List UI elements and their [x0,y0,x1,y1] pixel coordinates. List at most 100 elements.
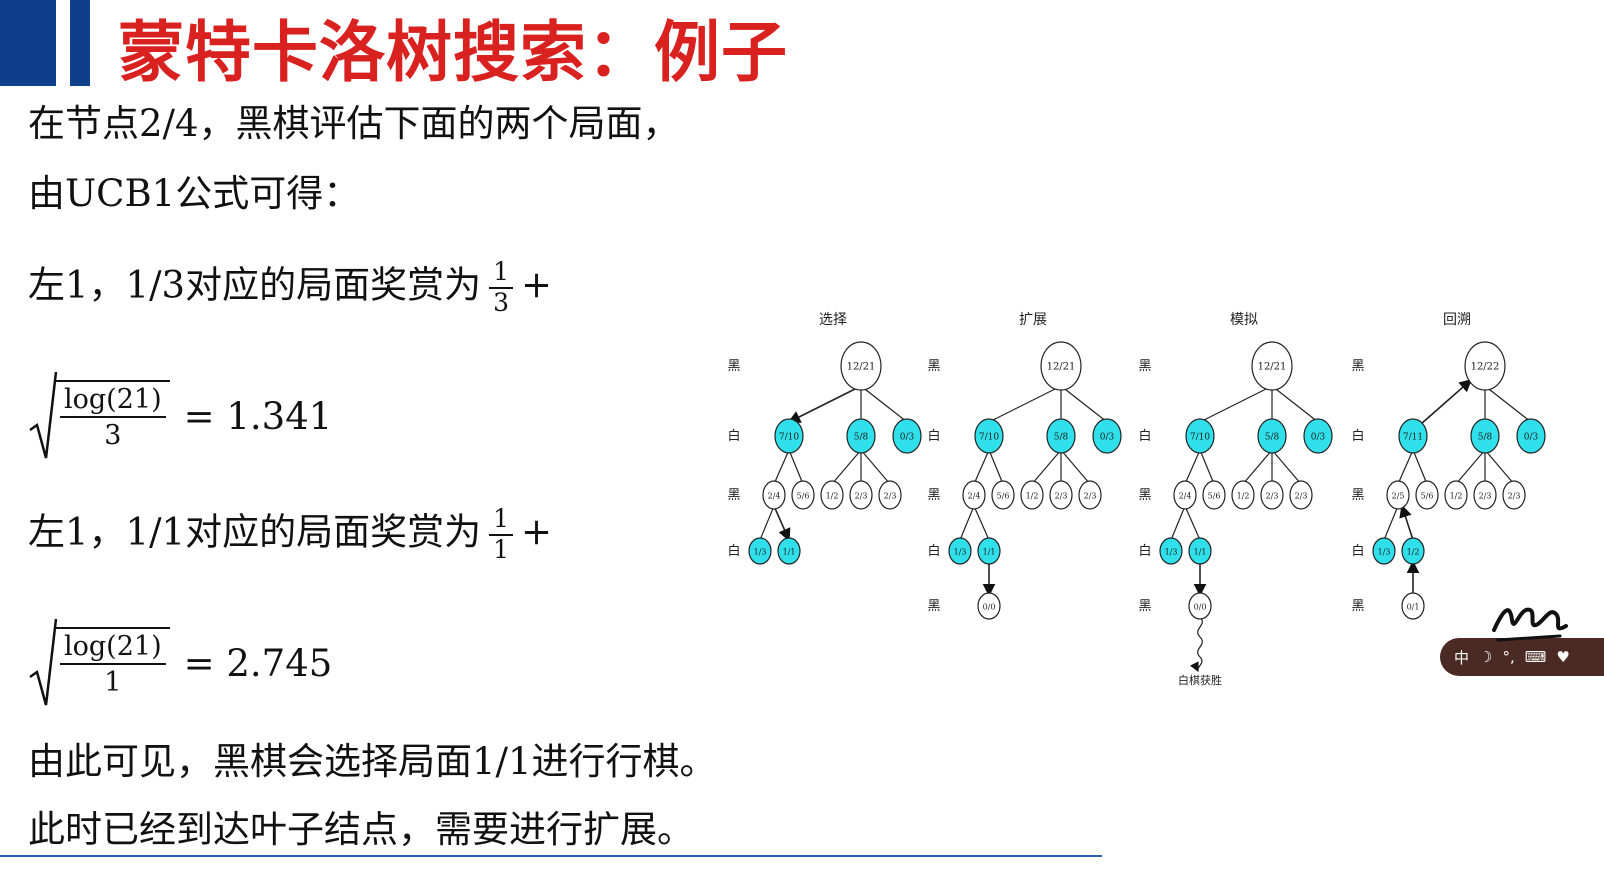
row-label-3-4: 黑 [1351,599,1364,614]
plus-sign-1: + [521,263,553,307]
node-1-l4 [977,592,1001,620]
node-3-l2a-1 [1415,480,1439,510]
edge-3-root-l1-0 [1420,378,1473,425]
row-label-0-1: 白 [727,428,740,444]
node-1-l2a-1 [991,480,1015,510]
node-3-l1-1 [1470,418,1500,454]
node-3-root-label: 12/22 [1471,362,1500,373]
row-label-2-1: 白 [1138,428,1151,444]
node-3-l1-0-label: 7/11 [1403,433,1423,443]
node-3-l3-1 [1401,537,1425,565]
row-label-1-4: 黑 [927,599,940,614]
node-1-l2b-0-label: 1/2 [1026,492,1039,501]
sqrt-2-numerator: log(21) [60,629,166,665]
node-0-l2a-0-label: 2/4 [768,492,781,501]
node-2-root [1251,341,1293,391]
edge-2-l2-l3-0 [1170,505,1186,541]
node-3-l1-2-label: 0/3 [1524,433,1539,443]
node-1-l3-1 [977,537,1001,565]
node-0-l1-0-label: 7/10 [779,433,799,443]
edge-3-l1b-l2-0 [1455,449,1486,485]
node-1-l3-0 [948,537,972,565]
node-3-l2b-1-label: 2/3 [1479,492,1492,501]
node-0-l2b-0 [820,480,844,510]
node-0-l2a-1 [791,480,815,510]
node-3-l1-2 [1516,418,1546,454]
row-label-1-3: 白 [927,543,940,559]
node-0-l2b-1-label: 2/3 [855,492,868,501]
row-label-2-0: 黑 [1138,359,1151,374]
heart-icon[interactable]: ♥ [1556,648,1570,666]
node-0-l1-2 [892,418,922,454]
edge-1-root-l1-0 [988,385,1062,423]
signature-logo [1492,607,1568,642]
edge-3-l1b-l2-2 [1484,449,1515,485]
edge-3-l1a-l2-0 [1397,449,1414,485]
node-0-l2a-1-label: 5/6 [797,492,810,501]
node-2-l2b-1 [1260,480,1284,510]
node-2-l2a-0 [1173,480,1197,510]
node-2-l2b-1-label: 2/3 [1266,492,1279,501]
row-label-0-2: 黑 [727,488,740,503]
text-line-1: 在节点2/4，黑棋评估下面的两个局面， [28,102,680,145]
node-0-l2b-2 [878,480,902,510]
row-label-2-2: 黑 [1138,488,1151,503]
node-1-l3-1-label: 1/1 [983,548,996,557]
node-1-l2b-1-label: 2/3 [1055,492,1068,501]
row-label-2-3: 白 [1138,543,1151,559]
node-2-l2b-0-label: 1/2 [1237,492,1250,501]
node-1-l1-2 [1092,418,1122,454]
row-label-1-0: 黑 [927,359,940,374]
edge-0-l1b-l2-2 [860,449,891,485]
node-1-l2a-1-label: 5/6 [997,492,1010,501]
sqrt-expression-1: log(21) 3 = 1.341 [28,370,332,462]
node-0-l2b-1 [849,480,873,510]
node-3-l2b-1 [1473,480,1497,510]
node-1-l1-1 [1046,418,1076,454]
ime-lang-toggle[interactable]: 中 [1454,648,1470,667]
node-1-l2b-0 [1020,480,1044,510]
node-1-l3-0-label: 1/3 [954,548,967,557]
node-0-l2b-0-label: 1/2 [826,492,839,501]
node-1-l2a-0 [962,480,986,510]
node-0-l2b-2-label: 2/3 [884,492,897,501]
node-3-root [1464,341,1506,391]
sqrt-sign-icon [29,371,58,459]
edge-2-l1b-l2-0 [1242,449,1273,485]
keyboard-icon[interactable]: ⌨ [1524,648,1547,666]
row-label-3-2: 黑 [1351,488,1364,503]
node-0-l3-0-label: 1/3 [754,548,767,557]
edge-0-root-l1-2 [860,385,908,423]
punctuation-icon[interactable]: °, [1502,648,1515,666]
node-2-l3-1-label: 1/1 [1194,548,1207,557]
node-1-l1-2-label: 0/3 [1100,433,1115,443]
sqrt-radicand-2: log(21) 1 [56,626,170,700]
edge-3-l2-l3-0 [1383,505,1399,541]
node-3-l4 [1401,592,1425,620]
edge-1-l2-l3-1 [973,505,990,541]
node-2-l4 [1188,592,1212,620]
node-1-l2a-0-label: 2/4 [968,492,981,501]
node-1-l2b-2-label: 2/3 [1084,492,1097,501]
node-2-l1-1-label: 5/8 [1265,433,1280,443]
sqrt-1-denominator: 3 [104,420,122,451]
node-0-l1-0 [774,418,804,454]
text-line-6: 此时已经到达叶子结点，需要进行扩展。 [28,808,694,851]
row-label-3-0: 黑 [1351,359,1364,374]
node-1-l2b-2 [1078,480,1102,510]
moon-icon[interactable]: ☽ [1479,648,1493,666]
node-3-l2a-1-label: 5/6 [1421,492,1434,501]
edge-1-l1b-l2-2 [1060,449,1091,485]
ime-toolbar[interactable]: 中 ☽ °, ⌨ ♥ [1440,638,1604,676]
sqrt-2-denominator: 1 [104,667,122,698]
edge-2-root-l1-2 [1271,385,1319,423]
node-2-l1-0-label: 7/10 [1190,433,1210,443]
accent-bar-right [70,0,90,86]
edge-1-l1b-l2-0 [1031,449,1062,485]
node-0-l3-0 [748,537,772,565]
edge-2-l1b-l2-2 [1271,449,1302,485]
edge-0-l2-l3-1 [773,505,791,542]
node-1-l1-0-label: 7/10 [979,433,999,443]
node-1-root-label: 12/21 [1047,362,1076,373]
